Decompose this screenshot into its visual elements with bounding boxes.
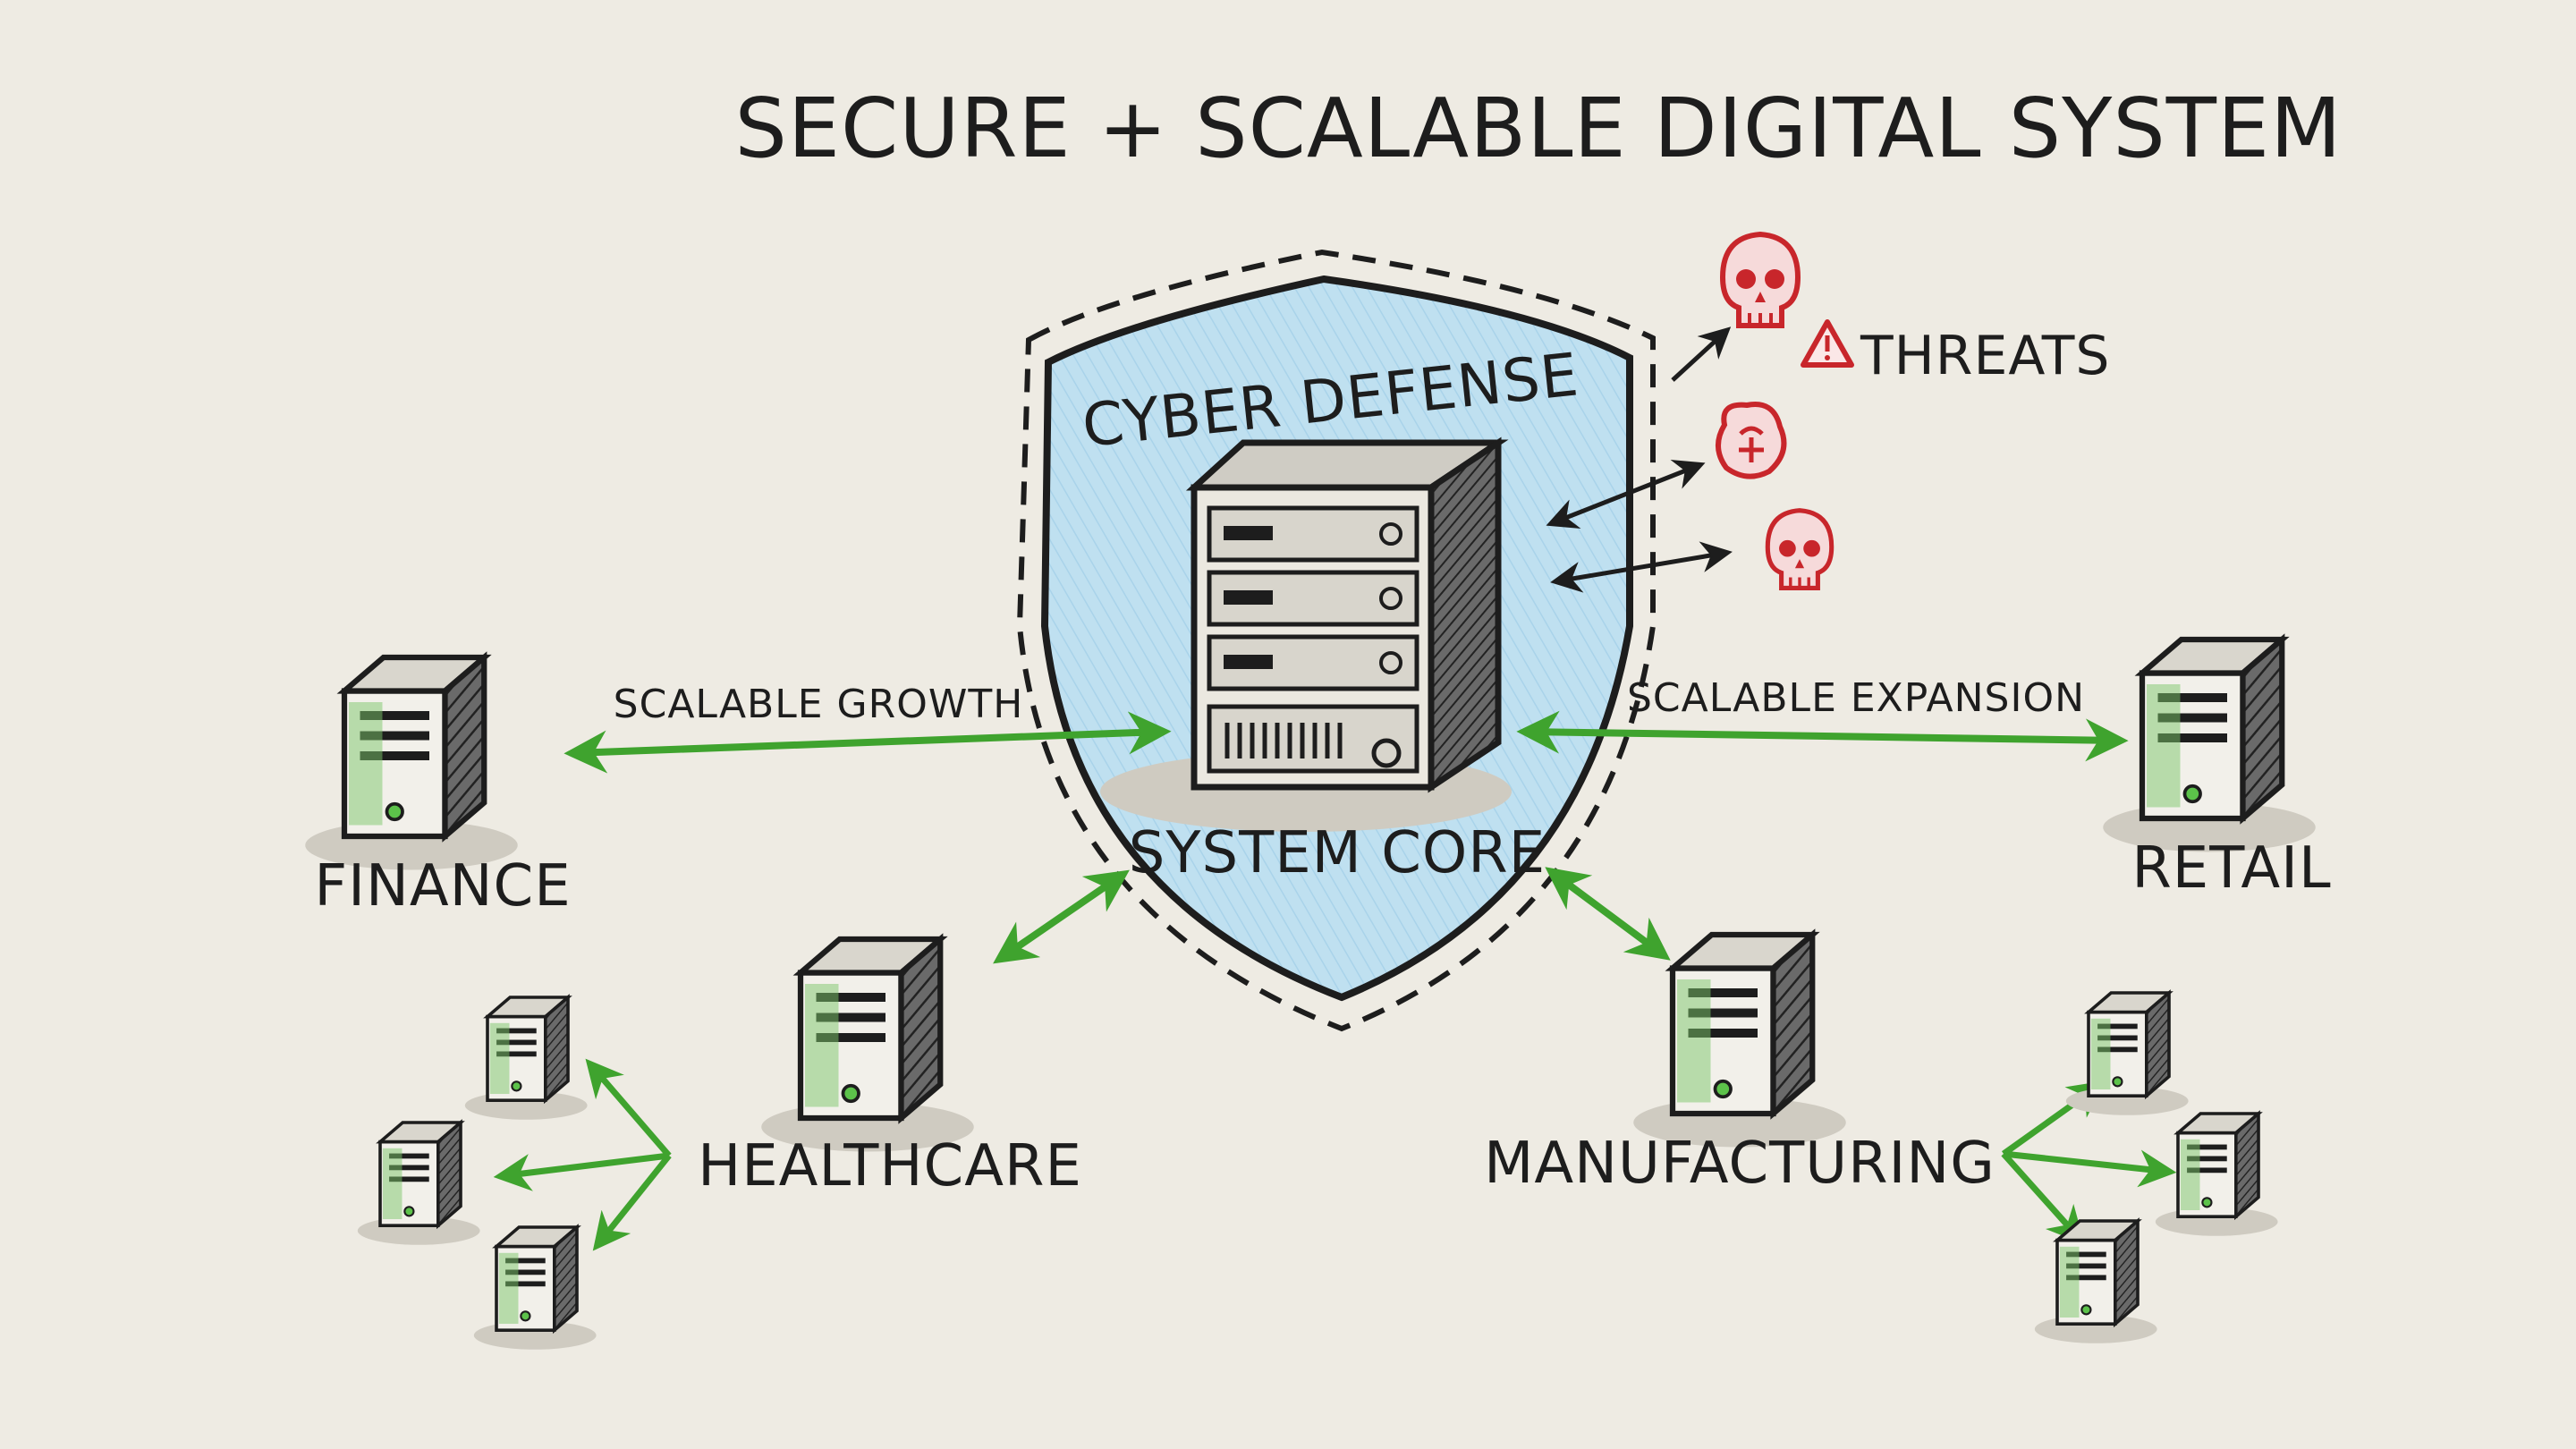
manufacturing-connector [1545,867,1671,961]
virus-icon [1716,402,1787,479]
retail-label: RETAIL [2131,835,2331,902]
skull-icon [1765,508,1835,590]
threat-arrow [1550,541,1733,593]
healthcare-branch-connector [592,1153,672,1251]
core-label: SYSTEM CORE [1129,820,1546,886]
healthcare-subserver-icon [471,1225,598,1352]
healthcare-branch-connector [585,1058,672,1158]
threats-label: THREATS [1860,325,2111,387]
threat-arrow [1546,459,1706,530]
retail-server-icon [2103,640,2316,852]
manufacturing-subserver-icon [2033,1219,2159,1345]
manufacturing-server-icon [1633,935,1846,1148]
scalable-expansion-connector [1516,710,2129,762]
warning-icon [1801,319,1854,368]
server-icon [1100,436,1512,832]
diagram-title: SECURE + SCALABLE DIGITAL SYSTEM [735,80,2343,176]
manufacturing-subserver-icon [2154,1112,2280,1238]
healthcare-subserver-icon [355,1121,482,1247]
threat-arrow [1671,326,1732,382]
manufacturing-branch-connector [2001,1151,2085,1245]
finance-server-icon [305,657,518,870]
scalable-growth-label: SCALABLE GROWTH [614,682,1024,727]
healthcare-connector [993,869,1130,964]
manufacturing-subserver-icon [2064,991,2190,1117]
healthcare-subserver-icon [462,996,589,1122]
finance-label: FINANCE [314,853,571,919]
healthcare-server-icon [761,939,974,1152]
skull-icon [1719,231,1801,328]
healthcare-branch-connector [493,1152,670,1191]
healthcare-label: HEALTHCARE [698,1133,1082,1199]
scalable-expansion-label: SCALABLE EXPANSION [1627,675,2085,721]
scalable-growth-connector [564,711,1172,774]
manufacturing-branch-connector [2003,1149,2177,1188]
manufacturing-label: MANUFACTURING [1484,1131,1996,1197]
